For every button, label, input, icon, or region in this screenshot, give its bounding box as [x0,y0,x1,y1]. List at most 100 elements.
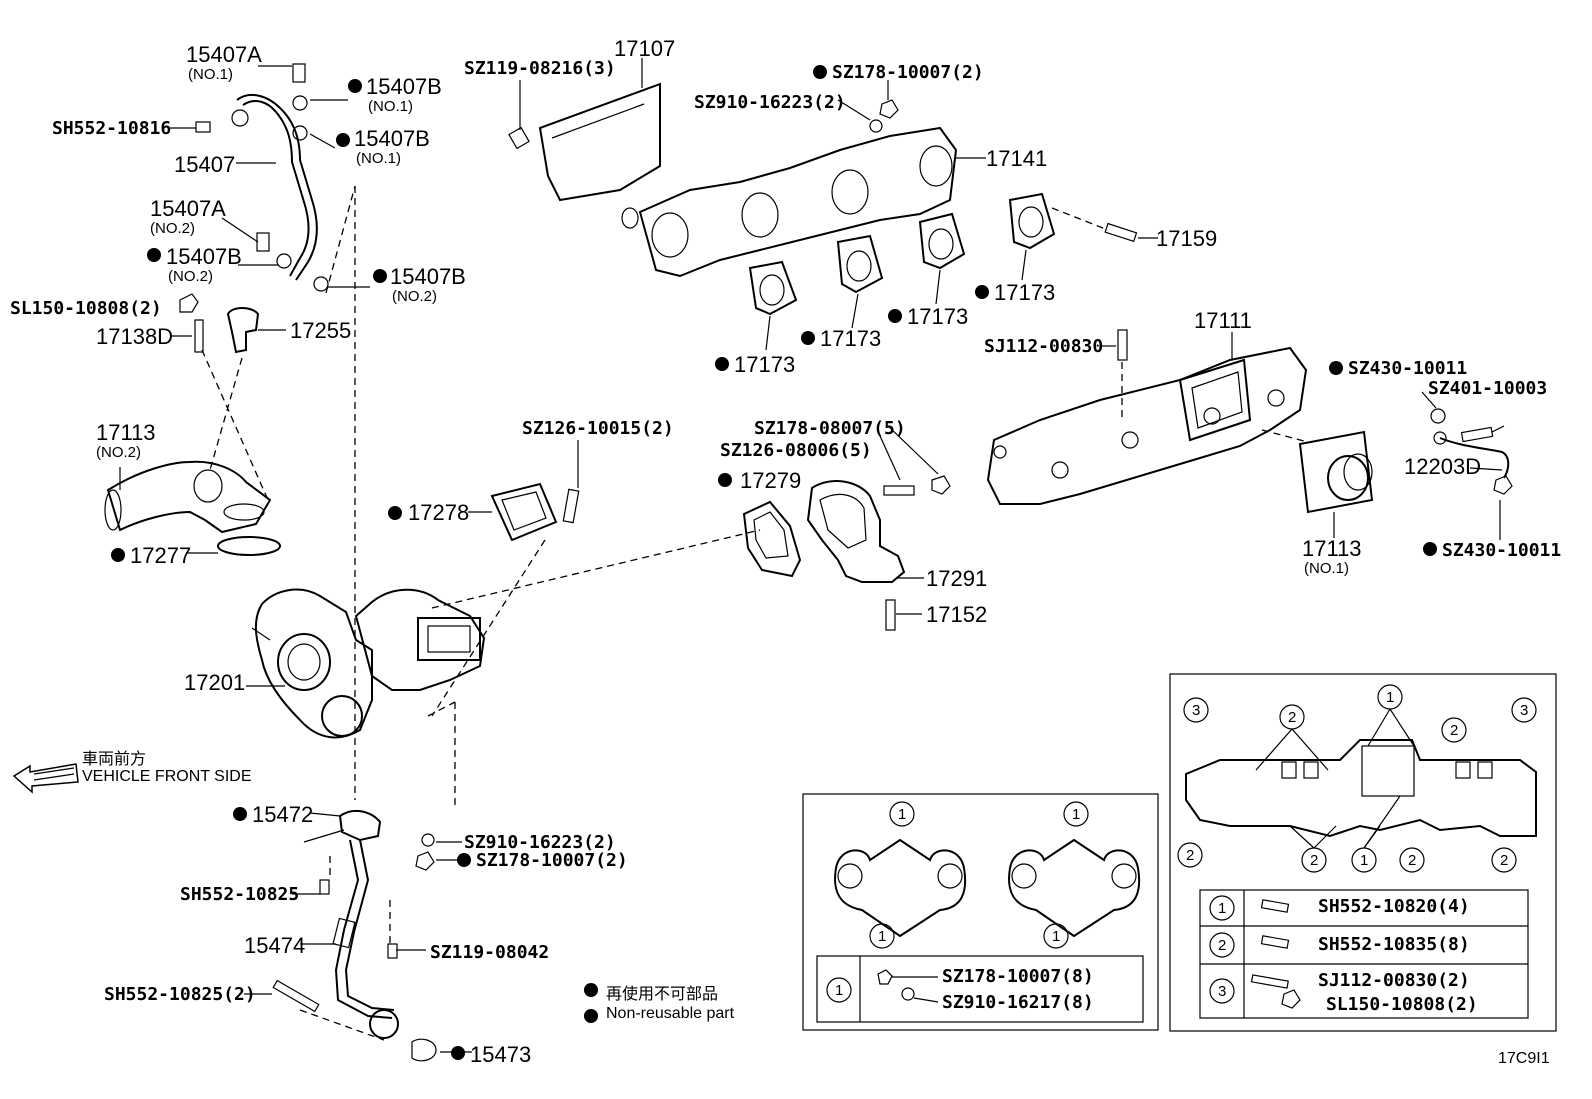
label-17113-no1: 17113 [1302,536,1362,561]
inset-left-marker-d: 1 [1052,928,1061,945]
inset-left-marker-c: 1 [1072,806,1081,823]
inset-manifold-box [1169,673,1557,1032]
label-15407b-no2-b: 15407B [390,264,466,289]
heat-insulator-17107 [508,58,661,202]
label-15407: 15407 [174,152,236,177]
label-sz178-10007-bot: SZ178-10007(2) [476,850,628,871]
inset-right-row2-marker: 2 [1218,937,1227,954]
label-sh552-10825: SH552-10825 [180,884,300,905]
inset-right-row2: SH552-10835(8) [1318,934,1470,955]
label-sl150-10808: SL150-10808(2) [10,298,162,319]
guide-line [431,529,761,609]
label-sz178-10007-top: SZ178-10007(2) [832,62,984,83]
label-17277: 17277 [130,543,192,568]
inset-right-row3a: SJ112-00830(2) [1318,970,1470,991]
exhaust-manifold-17141 [621,80,986,278]
oil-pipe-15407-group [168,63,370,292]
label-15472: 15472 [252,802,314,827]
label-17255: 17255 [290,318,352,343]
inset-left-item-a: SZ178-10007(8) [942,966,1094,987]
inset-right-m3-b: 3 [1520,702,1529,719]
inset-right-m2-e: 2 [1408,852,1417,869]
label-15407b-no1-b-sub: (NO.1) [356,150,401,167]
inset-right-m2-d: 2 [1310,852,1319,869]
non-reusable-markers [111,65,1437,1060]
label-sz126-10015: SZ126-10015(2) [522,418,674,439]
inset-left-item-b: SZ910-16217(8) [942,992,1094,1013]
manifold-17111 [986,329,1374,538]
label-17113-no2-sub: (NO.2) [96,444,141,461]
direction-jp: 車両前方 [82,751,147,768]
label-sz126-08006: SZ126-08006(5) [720,440,872,461]
label-17173-d: 17173 [994,280,1056,305]
label-15473: 15473 [470,1042,532,1067]
inset-left-marker-a: 1 [898,806,907,823]
label-17113-no1-sub: (NO.1) [1304,560,1349,577]
manifold-gaskets-17173 [748,192,1158,351]
label-15407b-no1-a: 15407B [366,74,442,99]
label-17141: 17141 [986,146,1048,171]
legend-en: Non-reusable part [606,1005,735,1022]
guide-line [325,185,356,294]
gasket-17278 [427,440,580,808]
inset-right-m2-b: 2 [1450,722,1459,739]
label-17159: 17159 [1156,226,1218,251]
legend-jp: 再使用不可部品 [606,986,719,1003]
front-arrow-icon [12,763,79,794]
label-sz910-16223-bot: SZ910-16223(2) [464,832,616,853]
label-15407b-no1-b: 15407B [354,126,430,151]
inset-right-row1: SH552-10820(4) [1318,896,1470,917]
label-sj112-00830: SJ112-00830 [984,336,1104,357]
turbocharger-17201 [246,588,486,739]
label-sh552-10816: SH552-10816 [52,118,172,139]
direction-en: VEHICLE FRONT SIDE [82,768,252,785]
label-15407a-no2-sub: (NO.2) [150,220,195,237]
label-sz430-10011-a: SZ430-10011 [1348,358,1468,379]
label-15407b-no1-a-sub: (NO.1) [368,98,413,115]
label-sz430-10011-b: SZ430-10011 [1442,540,1562,561]
label-15407a-no2: 15407A [150,196,226,221]
label-15407a-no1: 15407A [186,42,262,67]
inset-left-row-marker: 1 [835,982,844,999]
label-17107: 17107 [614,36,676,61]
inset-right-m2-f: 2 [1500,852,1509,869]
label-17173-a: 17173 [734,352,796,377]
hose-12203d-group [1421,391,1513,540]
water-outlet-group [104,293,286,556]
exhaust-elbow-group [742,425,951,631]
label-sz119-08216: SZ119-08216(3) [464,58,616,79]
inset-left-marker-b: 1 [878,928,887,945]
label-15474: 15474 [244,933,306,958]
inset-right-row3b: SL150-10808(2) [1326,994,1478,1015]
label-12203d: 12203D [1404,454,1482,479]
label-sz910-16223-top: SZ910-16223(2) [694,92,846,113]
inset-gasket-box [802,793,1159,1031]
label-15407b-no2-b-sub: (NO.2) [392,288,437,305]
inset-right-row1-marker: 1 [1218,900,1227,917]
label-17152: 17152 [926,602,988,627]
label-sh552-10825-2: SH552-10825(2) [104,984,256,1005]
label-17173-b: 17173 [820,326,882,351]
label-sz401-10003: SZ401-10003 [1428,378,1548,399]
label-17291: 17291 [926,566,988,591]
label-sz178-08007: SZ178-08007(5) [754,418,906,439]
inset-right-m3-a: 3 [1192,702,1201,719]
label-17278: 17278 [408,500,470,525]
label-17138d: 17138D [96,324,174,349]
inset-right-m2-c: 2 [1186,847,1195,864]
label-15407b-no2-a-sub: (NO.2) [168,268,213,285]
inset-right-m2-a: 2 [1288,709,1297,726]
label-17201: 17201 [184,670,246,695]
label-17113-no2: 17113 [96,420,156,445]
inset-right-row3-marker: 3 [1218,983,1227,1000]
label-15407a-no1-sub: (NO.1) [188,66,233,83]
inset-right-m1-a: 1 [1386,689,1395,706]
label-15407b-no2-a: 15407B [166,244,242,269]
label-17279: 17279 [740,468,802,493]
label-17173-c: 17173 [907,304,969,329]
diagram-code: 17C9I1 [1498,1050,1550,1067]
oil-return-pipe-15474 [244,809,472,1062]
inset-right-m1-b: 1 [1360,852,1369,869]
label-sz119-08042: SZ119-08042 [430,942,550,963]
